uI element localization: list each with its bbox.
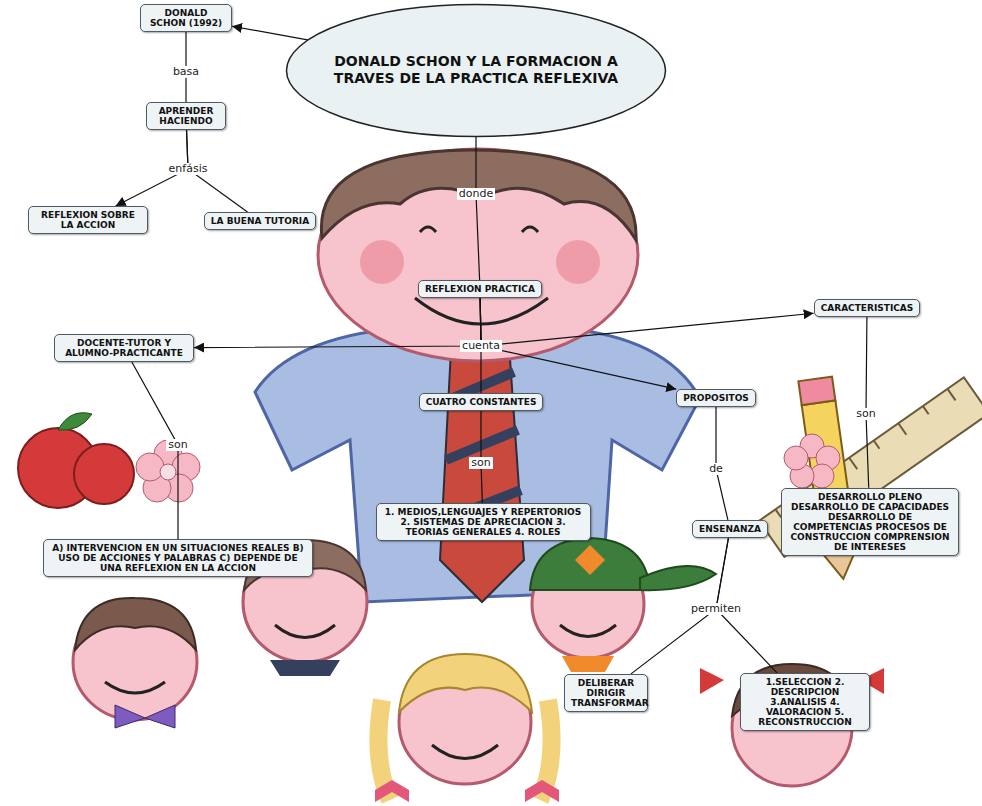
cap — [530, 538, 650, 590]
concept-box: 1.SELECCION 2. DESCRIPCION 3.ANALISIS 4.… — [740, 673, 870, 731]
flower-center — [160, 464, 176, 480]
concept-text: REFLEXION PRACTICA — [425, 284, 535, 294]
child-face — [375, 654, 559, 802]
cap-badge — [575, 545, 605, 575]
ruler — [759, 377, 982, 556]
boy-eyes — [420, 227, 538, 232]
linking-phrase: son — [166, 439, 189, 452]
concept-text: DOCENTE-TUTOR Y ALUMNO-PRACTICANTE — [61, 338, 187, 358]
linking-phrase: son — [469, 457, 492, 470]
concept-text: CARACTERISTICAS — [821, 303, 914, 313]
concept-box: DOCENTE-TUTOR Y ALUMNO-PRACTICANTE — [54, 334, 194, 362]
smile — [105, 682, 165, 693]
concept-box: REFLEXION SOBRE LA ACCION — [28, 206, 148, 234]
ruler-body — [759, 377, 982, 556]
concept-text: APRENDER HACIENDO — [153, 106, 219, 126]
connector — [480, 298, 676, 389]
cap-visor — [640, 566, 716, 590]
cheek — [556, 240, 600, 284]
boy-hair — [321, 150, 636, 240]
concept-box: 1. MEDIOS,LENGUAJES Y REPERTORIOS 2. SIS… — [376, 503, 591, 541]
linking-phrase: basa — [171, 66, 201, 79]
linking-phrase: donde — [457, 188, 495, 201]
concept-box: DESARROLLO PLENO DESARROLLO DE CAPACIDAD… — [781, 488, 959, 556]
smile — [560, 625, 616, 637]
petal — [136, 453, 164, 481]
apple-leaf — [58, 413, 92, 430]
pencil-eraser — [798, 377, 835, 405]
concept-text: REFLEXION SOBRE LA ACCION — [35, 210, 141, 230]
concept-text: DELIBERAR DIRIGIR TRANSFORMAR — [571, 678, 641, 708]
child-face — [700, 664, 884, 786]
ellipse-shape — [287, 4, 666, 136]
flower — [784, 434, 840, 488]
hair — [75, 598, 196, 650]
concept-text: CUATRO CONSTANTES — [426, 397, 537, 407]
petal — [784, 446, 808, 470]
concept-text: LA BUENA TUTORIA — [211, 216, 309, 226]
concept-box: CARACTERISTICAS — [814, 299, 921, 317]
concept-text: DONALD SCHON Y LA FORMACION A TRAVES DE … — [306, 53, 646, 87]
apple-body — [74, 444, 134, 504]
connector — [480, 298, 813, 346]
smile — [432, 745, 498, 759]
concept-text: DESARROLLO PLENO DESARROLLO DE CAPACIDAD… — [788, 492, 952, 552]
connector — [232, 26, 308, 40]
concept-box: APRENDER HACIENDO — [146, 102, 226, 130]
concept-box: A) INTERVENCION EN UN SITUACIONES REALES… — [43, 539, 313, 577]
linking-phrase: enfásis — [167, 163, 210, 176]
linking-phrase: de — [707, 463, 725, 476]
concept-box: DELIBERAR DIRIGIR TRANSFORMAR — [564, 674, 648, 712]
connector — [476, 136, 480, 280]
boy-smile — [415, 298, 548, 324]
bow — [115, 705, 175, 728]
concept-text: 1.SELECCION 2. DESCRIPCION 3.ANALISIS 4.… — [747, 677, 863, 727]
cheek — [360, 240, 404, 284]
tie — [440, 330, 524, 602]
child-face — [73, 598, 197, 728]
hair — [399, 654, 532, 712]
concept-text: PROPOSITOS — [683, 393, 749, 403]
concept-box: LA BUENA TUTORIA — [204, 212, 316, 230]
concept-box: DONALD SCHON (1992) — [140, 4, 232, 32]
collar — [562, 656, 614, 672]
concept-text: DONALD SCHON (1992) — [147, 8, 225, 28]
collar — [270, 660, 340, 676]
bows — [375, 780, 559, 802]
smile — [275, 625, 335, 638]
concept-box: ENSENANZA — [692, 520, 768, 538]
title-ellipse: DONALD SCHON Y LA FORMACION A TRAVES DE … — [285, 3, 667, 138]
linking-phrase: permiten — [689, 603, 743, 616]
concept-box: PROPOSITOS — [676, 389, 756, 407]
linking-phrase: cuenta — [460, 340, 502, 353]
connector — [194, 298, 481, 348]
concept-text: 1. MEDIOS,LENGUAJES Y REPERTORIOS 2. SIS… — [383, 507, 584, 537]
concept-box: REFLEXION PRACTICA — [418, 280, 542, 298]
linking-phrase: son — [854, 408, 877, 421]
concept-text: ENSENANZA — [699, 524, 761, 534]
concept-box: CUATRO CONSTANTES — [419, 393, 544, 411]
concept-text: A) INTERVENCION EN UN SITUACIONES REALES… — [50, 543, 306, 573]
apple — [18, 413, 134, 508]
connector — [866, 317, 869, 488]
